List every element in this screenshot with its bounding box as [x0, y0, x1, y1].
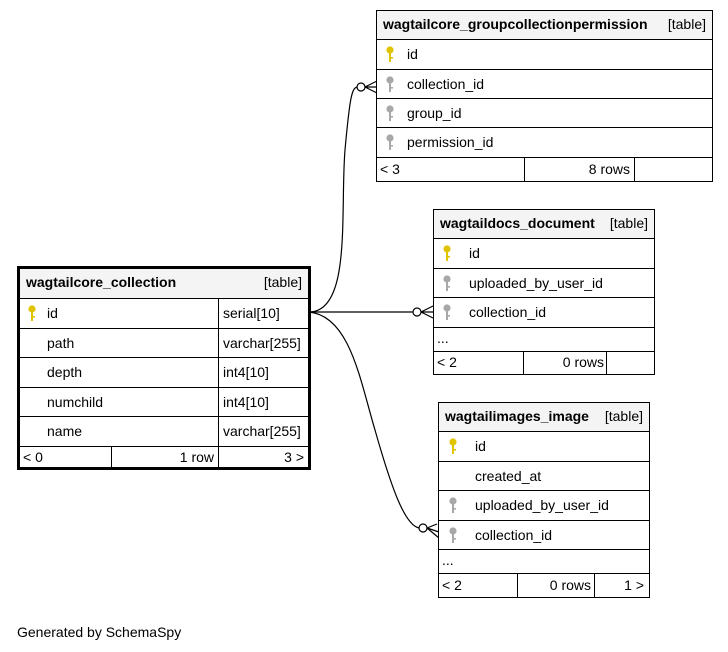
column-row: id serial[10]: [20, 298, 308, 328]
table-name: wagtailcore_collection: [26, 274, 177, 290]
foreign-key-icon: [386, 76, 394, 92]
column-row: uploaded_by_user_id: [434, 268, 654, 297]
parents-count[interactable]: < 2: [437, 354, 457, 370]
column-row: id: [377, 39, 712, 69]
table-footer: < 2 0 rows 1 >: [439, 573, 649, 597]
column-datatype: int4[10]: [223, 394, 269, 410]
edge-collection-to-image: [308, 311, 420, 529]
primary-key-icon: [443, 245, 451, 261]
column-row: group_id: [377, 98, 712, 127]
foreign-key-icon: [386, 134, 394, 150]
column-row: collection_id: [377, 69, 712, 98]
column-row: collection_id: [439, 520, 649, 549]
column-name: uploaded_by_user_id: [469, 275, 603, 291]
table-wagtaildocs-document[interactable]: wagtaildocs_document [table] id uploaded…: [433, 209, 655, 375]
table-name: wagtailcore_groupcollectionpermission: [383, 16, 648, 32]
primary-key-icon: [28, 305, 36, 321]
edge-optional-marker: [418, 523, 428, 533]
table-header: wagtailimages_image [table]: [439, 403, 649, 431]
table-type-label: [table]: [667, 16, 706, 32]
column-name: permission_id: [407, 134, 494, 150]
table-name: wagtailimages_image: [445, 408, 589, 424]
column-name: collection_id: [469, 304, 547, 320]
children-count[interactable]: 3 >: [284, 449, 304, 465]
more-columns-row: ...: [439, 549, 649, 573]
table-header: wagtailcore_groupcollectionpermission [t…: [377, 11, 712, 39]
row-count: 0 rows: [549, 577, 591, 593]
table-type-label: [table]: [263, 274, 302, 290]
row-count: 0 rows: [562, 354, 604, 370]
table-wagtailcore-groupcollectionpermission[interactable]: wagtailcore_groupcollectionpermission [t…: [376, 10, 713, 182]
table-name: wagtaildocs_document: [440, 215, 595, 231]
foreign-key-icon: [443, 275, 451, 291]
table-footer: < 2 0 rows: [434, 351, 654, 374]
primary-key-icon: [386, 46, 394, 62]
column-row: uploaded_by_user_id: [439, 490, 649, 520]
foreign-key-icon: [449, 527, 457, 543]
column-row: collection_id: [434, 297, 654, 327]
column-name: id: [475, 438, 486, 454]
column-name: id: [47, 305, 58, 321]
row-count: 1 row: [179, 449, 214, 465]
primary-key-icon: [449, 438, 457, 454]
row-count: 8 rows: [588, 161, 630, 177]
column-row: permission_id: [377, 127, 712, 157]
edge-optional-marker: [412, 307, 422, 317]
column-datatype: serial[10]: [223, 305, 280, 321]
column-name: id: [469, 245, 480, 261]
column-row: created_at: [439, 461, 649, 490]
edge-many-crowsfoot: [426, 523, 440, 539]
parents-count[interactable]: < 3: [380, 161, 400, 177]
column-datatype: varchar[255]: [223, 335, 301, 351]
parents-count[interactable]: < 0: [23, 449, 43, 465]
edge-optional-marker: [356, 82, 366, 92]
parents-count[interactable]: < 2: [442, 577, 462, 593]
edge-many-crowsfoot: [364, 80, 378, 94]
column-name: collection_id: [407, 76, 485, 92]
table-footer: < 3 8 rows: [377, 157, 712, 181]
column-name: name: [47, 423, 83, 439]
column-name: path: [47, 335, 75, 351]
column-name: id: [407, 46, 418, 62]
foreign-key-icon: [449, 497, 457, 513]
edge-many-crowsfoot: [420, 305, 434, 319]
column-row: numchild int4[10]: [20, 387, 308, 416]
column-row: depth int4[10]: [20, 357, 308, 387]
table-type-label: [table]: [604, 408, 643, 424]
edge-collection-to-groupcollectionpermission: [308, 86, 359, 313]
table-header: wagtailcore_collection [table]: [20, 269, 308, 298]
column-row: name varchar[255]: [20, 416, 308, 446]
table-wagtailcore-collection[interactable]: wagtailcore_collection [table] id serial…: [17, 266, 311, 470]
column-name: group_id: [407, 105, 462, 121]
column-datatype: int4[10]: [223, 364, 269, 380]
column-name: uploaded_by_user_id: [475, 497, 609, 513]
column-row: path varchar[255]: [20, 328, 308, 357]
table-wagtailimages-image[interactable]: wagtailimages_image [table] id created_a…: [438, 402, 650, 598]
column-name: collection_id: [475, 527, 553, 543]
column-name: created_at: [475, 468, 542, 484]
column-datatype: varchar[255]: [223, 423, 301, 439]
column-row: id: [434, 238, 654, 268]
column-name: depth: [47, 364, 83, 380]
children-count[interactable]: 1 >: [624, 577, 644, 593]
column-row: id: [439, 431, 649, 461]
table-type-label: [table]: [609, 215, 648, 231]
generated-by-note: Generated by SchemaSpy: [17, 624, 182, 640]
table-footer: < 0 1 row 3 >: [20, 446, 308, 467]
foreign-key-icon: [443, 304, 451, 320]
more-columns-ellipsis[interactable]: ...: [442, 552, 454, 568]
more-columns-row: ...: [434, 327, 654, 351]
more-columns-ellipsis[interactable]: ...: [437, 330, 449, 346]
column-name: numchild: [47, 394, 104, 410]
table-header: wagtaildocs_document [table]: [434, 210, 654, 238]
foreign-key-icon: [386, 105, 394, 121]
